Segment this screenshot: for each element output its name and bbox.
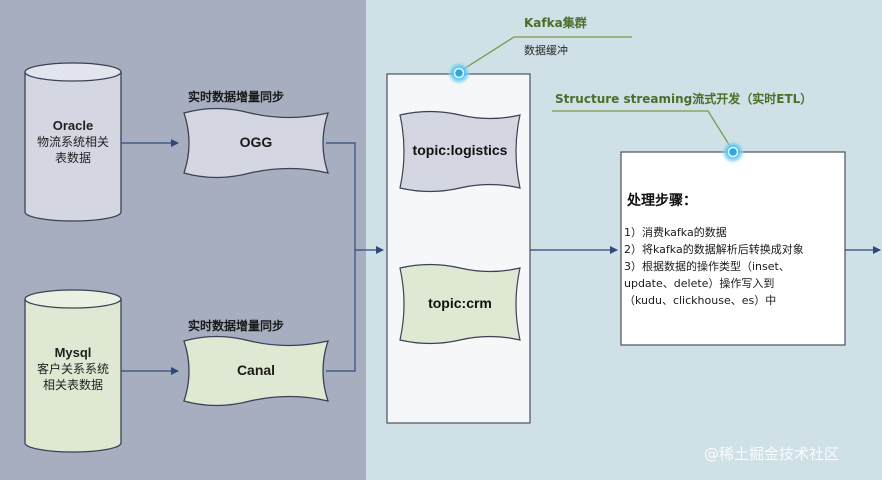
- ogg-sync-title: 实时数据增量同步: [188, 90, 285, 104]
- oracle-desc-line2: 表数据: [54, 151, 91, 165]
- kafka-cluster-title: Kafka集群: [524, 16, 587, 30]
- topic-logistics-label: topic:logistics: [412, 142, 508, 158]
- canal-label: Canal: [236, 362, 276, 378]
- mysql-desc-line1: 客户关系系统: [36, 362, 109, 376]
- topic-logistics-shape: [399, 110, 521, 193]
- streaming-title: Structure streaming流式开发（实时ETL）: [555, 92, 813, 106]
- canal-to-kafka-connector: [326, 250, 356, 372]
- mysql-label: Mysql 客户关系系统 相关表数据: [25, 345, 121, 393]
- processing-heading: 处理步骤：: [627, 193, 697, 209]
- ogg-tape-shape: [183, 107, 329, 179]
- canal-sync-title: 实时数据增量同步: [188, 319, 285, 333]
- processing-steps: 1）消费kafka的数据 2）将kafka的数据解析后转换成对象 3）根据数据的…: [624, 226, 804, 307]
- ogg-label: OGG: [239, 134, 273, 150]
- kafka-cluster-subtitle: 数据缓冲: [524, 44, 568, 57]
- streaming-callout-line: [552, 110, 734, 152]
- mysql-title: Mysql: [54, 345, 92, 360]
- streaming-glow-marker: [721, 140, 745, 164]
- oracle-label: Oracle 物流系统相关 表数据: [25, 118, 121, 166]
- oracle-desc-line1: 物流系统相关: [36, 135, 109, 149]
- topic-crm-label: topic:crm: [428, 295, 492, 311]
- watermark: @稀土掘金技术社区: [704, 445, 840, 463]
- kafka-callout-line: [458, 36, 632, 73]
- oracle-database: [24, 62, 122, 222]
- mysql-desc-line2: 相关表数据: [42, 378, 103, 392]
- processing-box: [620, 151, 846, 346]
- canal-tape-shape: [183, 335, 329, 407]
- oracle-title: Oracle: [52, 118, 94, 133]
- topic-crm-shape: [399, 263, 521, 345]
- mysql-database: [24, 289, 122, 453]
- ogg-to-kafka-connector: [326, 142, 356, 250]
- kafka-glow-marker: [447, 61, 471, 85]
